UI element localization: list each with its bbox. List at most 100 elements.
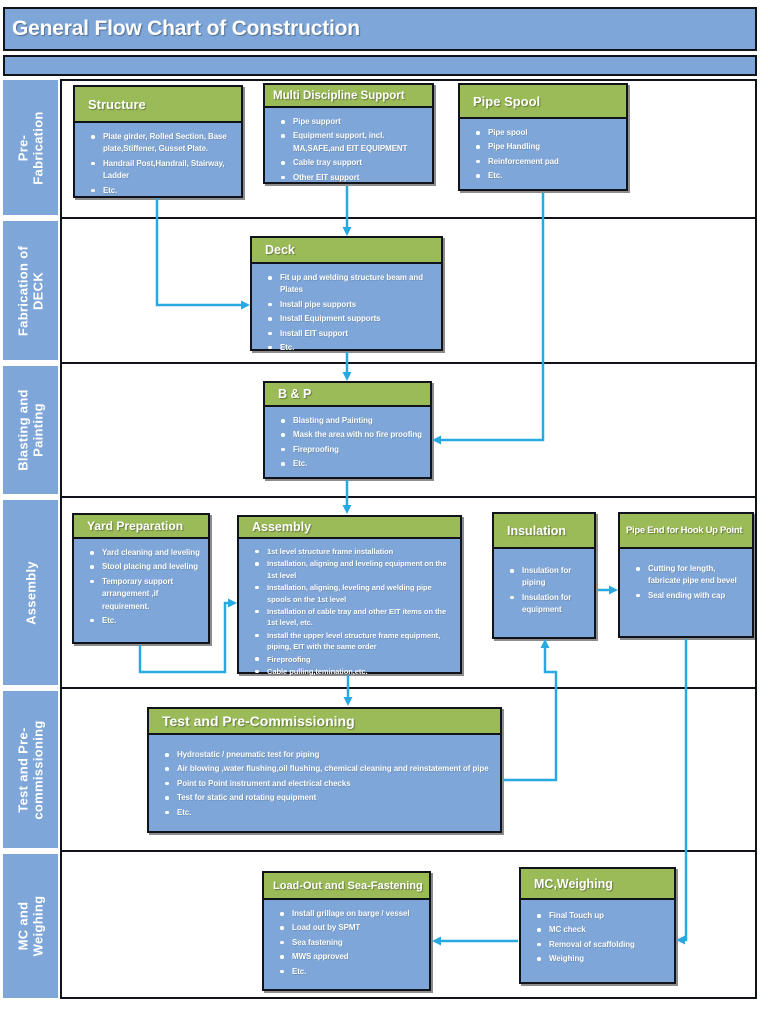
bullet-item: Sea fastening [277, 937, 425, 949]
bullet-item: Reinforcement pad [473, 156, 622, 168]
flow-box-yard-preparation: Yard Preparation Yard cleaning and level… [72, 513, 210, 644]
bullet-item: Removal of scaffolding [534, 939, 670, 951]
lane-divider [60, 850, 757, 852]
lane-label-test-and-pre-commissioning: Test and Pre- commissioning [3, 691, 58, 848]
bullet-item: Etc. [277, 966, 425, 978]
lane-label-blasting-and-painting: Blasting and Painting [3, 366, 58, 494]
bullet-item: Test for static and rotating equipment [162, 792, 496, 804]
bullet-item: Equipment support, incl. MA,SAFE,and EIT… [278, 130, 428, 155]
bullet-item: Install Equipment supports [265, 313, 437, 325]
bullet-item: Seal ending with cap [633, 590, 748, 602]
lane-label-text: Test and Pre- commissioning [15, 719, 46, 820]
bullet-item: Temporary support arrangement ,if requir… [87, 576, 204, 613]
bullet-item: Install pipe supports [265, 299, 437, 311]
bullet-item: MC check [534, 924, 670, 936]
bullet-item: Pipe support [278, 116, 428, 128]
box-title-pipe-end-for-hook-up-point: Pipe End for Hook Up Point [620, 514, 752, 549]
bullet-item: Cutting for length, fabricate pipe end b… [633, 563, 748, 588]
box-title-assembly: Assembly [239, 517, 460, 539]
box-title-pipe-spool: Pipe Spool [460, 85, 626, 119]
box-title-multi-discipline-support: Multi Discipline Support [265, 85, 432, 108]
flow-box-structure: Structure Plate girder, Rolled Section, … [73, 85, 243, 198]
bullet-item: Mask the area with no fire proofing [278, 429, 426, 441]
bullet-item: Etc. [278, 458, 426, 470]
bullet-item: Hydrostatic / pneumatic test for piping [162, 749, 496, 761]
title-band: General Flow Chart of Construction [3, 7, 757, 51]
bullet-item: Blasting and Painting [278, 415, 426, 427]
box-title-structure: Structure [75, 87, 241, 123]
bullet-item: 1st level structure frame installation [252, 546, 456, 557]
box-title-test-and-pre-commissioning: Test and Pre-Commissioning [149, 709, 500, 735]
bullet-item: Insulation for equipment [507, 592, 590, 617]
box-title-insulation: Insulation [494, 514, 594, 549]
bullet-item: Stool placing and leveling [87, 561, 204, 573]
bullet-item: Etc. [162, 807, 496, 819]
bullet-item: Pipe spool [473, 127, 622, 139]
lane-label-assembly: Assembly [3, 500, 58, 685]
lane-label-fabrication-of-deck: Fabrication of DECK [3, 221, 58, 360]
bullet-item: Installation, aligning and leveling equi… [252, 558, 456, 581]
lane-label-text: Pre- Fabrication [15, 110, 46, 185]
box-title-yard-preparation: Yard Preparation [74, 515, 208, 539]
bullet-item: Installation, aligning, leveling and wel… [252, 582, 456, 605]
bullet-item: Etc. [265, 342, 437, 354]
box-title-b-and-p: B & P [265, 383, 430, 407]
lane-label-text: Assembly [22, 560, 38, 625]
bullet-item: Install EIT support [265, 328, 437, 340]
box-items-structure: Plate girder, Rolled Section, Base plate… [75, 123, 241, 203]
bullet-item: Weighing [534, 953, 670, 965]
bullet-item: Cable pulling,temination,etc. [252, 666, 456, 677]
lane-label-text: MC and Weighing [15, 895, 46, 957]
bullet-item: Final Touch up [534, 910, 670, 922]
bullet-item: Point to Point instrument and electrical… [162, 778, 496, 790]
bullet-item: Etc. [88, 185, 237, 197]
lane-divider [60, 687, 757, 689]
flow-box-deck: Deck Fit up and welding structure beam a… [250, 236, 443, 352]
bullet-item: Etc. [87, 615, 204, 627]
bullet-item: Install the upper level structure frame … [252, 630, 456, 653]
bullet-item: Install grillage on barge / vessel [277, 908, 425, 920]
lane-divider [60, 496, 757, 498]
bullet-item: Pipe Handling [473, 141, 622, 153]
lane-divider [60, 217, 757, 219]
lane-divider [60, 362, 757, 364]
lane-label-pre-fabrication: Pre- Fabrication [3, 80, 58, 215]
bullet-item: Etc. [473, 170, 622, 182]
flow-box-pipe-end-for-hook-up-point: Pipe End for Hook Up Point Cutting for l… [618, 512, 754, 638]
box-title-deck: Deck [252, 238, 441, 264]
bullet-item: Air blowing ,water flushing,oil flushing… [162, 763, 496, 775]
bullet-item: Fireproofing [252, 654, 456, 665]
bullet-item: Handrail Post,Handrail, Stairway, Ladder [88, 158, 237, 183]
lane-label-text: Fabrication of DECK [15, 245, 46, 336]
bullet-item: Installation of cable tray and other EIT… [252, 606, 456, 629]
bullet-item: Yard cleaning and leveling [87, 547, 204, 559]
bullet-item: Fit up and welding structure beam and Pl… [265, 272, 437, 297]
box-title-load-out-and-sea-fastening: Load-Out and Sea-Fastening [264, 873, 429, 900]
bullet-item: MWS approved [277, 951, 425, 963]
box-items-deck: Fit up and welding structure beam and Pl… [252, 264, 441, 360]
bullet-item: Cable tray support [278, 157, 428, 169]
box-title-mc-weighing: MC,Weighing [521, 869, 674, 900]
flow-box-load-out-and-sea-fastening: Load-Out and Sea-Fastening Install grill… [262, 871, 431, 991]
bullet-item: Load out by SPMT [277, 922, 425, 934]
flow-box-test-and-pre-commissioning: Test and Pre-Commissioning Hydrostatic /… [147, 707, 502, 833]
bullet-item: Insulation for piping [507, 565, 590, 590]
bullet-item: Plate girder, Rolled Section, Base plate… [88, 131, 237, 156]
subtitle-band [3, 55, 757, 76]
lane-label-text: Blasting and Painting [15, 389, 46, 471]
flow-box-assembly: Assembly 1st level structure frame insta… [237, 515, 462, 676]
